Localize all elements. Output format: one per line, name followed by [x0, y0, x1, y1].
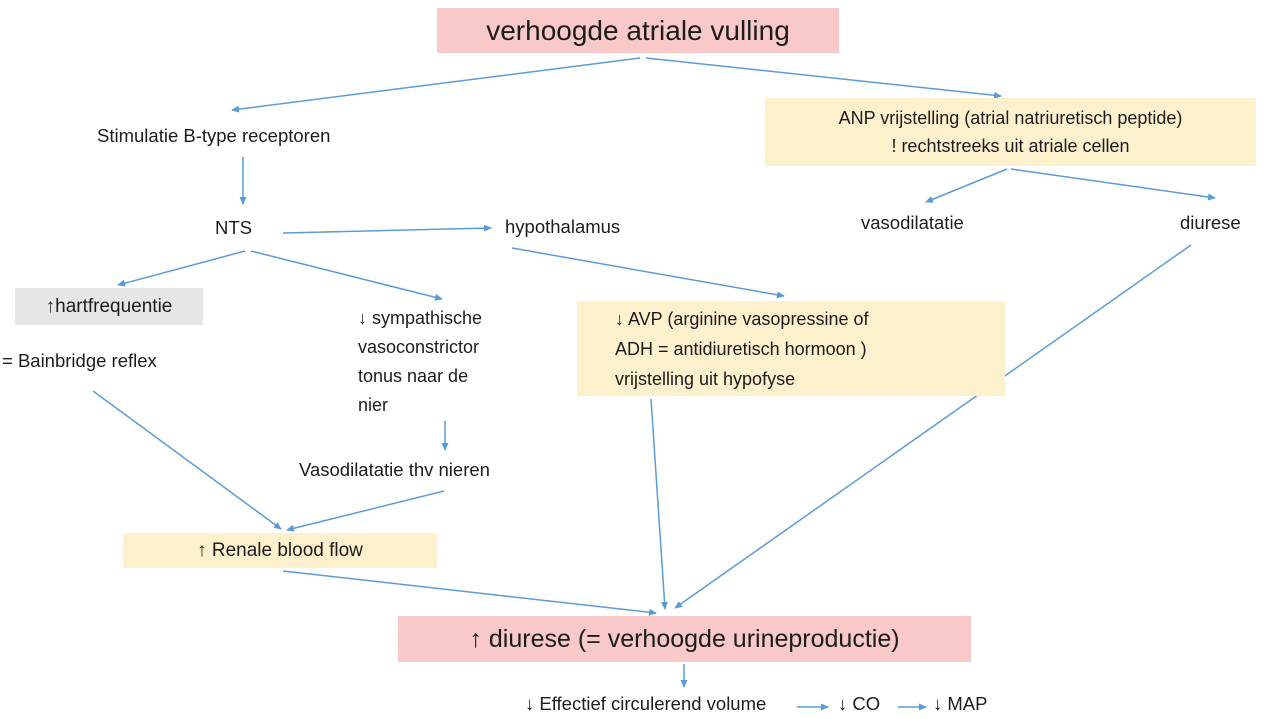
flow-arrow [645, 57, 1002, 99]
flow-arrow [282, 224, 492, 234]
node-stimulatie-b-type-receptoren: Stimulatie B-type receptoren [97, 125, 331, 146]
node-map: ↓ MAP [933, 693, 988, 714]
node-bainbridge-reflex: = Bainbridge reflex [2, 350, 157, 371]
flow-arrow [250, 250, 443, 301]
node-sympathische-vasoconstrictor-tonus: ↓ sympathische vasoconstrictor tonus naa… [358, 308, 483, 415]
node-hartfrequentie: ↑hartfrequentie [15, 288, 203, 325]
node-co: ↓ CO [838, 693, 881, 714]
node-diurese-verhoogde-urineproductie: ↑ diurese (= verhoogde urineproductie) [398, 616, 971, 662]
node-effectief-circulerend-volume: ↓ Effectief circulerend volume [525, 693, 767, 714]
node-verhoogde-atriale-vulling: verhoogde atriale vulling [437, 8, 839, 53]
node-avp-vrijstelling: ↓ AVP (arginine vasopressine of ADH = an… [577, 301, 1005, 396]
flow-arrow [511, 247, 785, 299]
node-anp-vrijstelling: ANP vrijstelling (atrial natriuretisch p… [765, 98, 1256, 166]
anp-line-1: ANP vrijstelling (atrial natriuretisch p… [838, 108, 1183, 128]
node-renale-blood-flow: ↑ Renale blood flow [123, 533, 437, 568]
node-hypothalamus: hypothalamus [505, 216, 621, 237]
flow-arrow [92, 390, 282, 530]
node-nts: NTS [215, 217, 252, 238]
flow-arrow [282, 570, 657, 616]
avp-line-3: vrijstelling uit hypofyse [615, 368, 796, 389]
flow-arrow [650, 398, 669, 610]
flow-arrow [286, 490, 445, 532]
flow-arrow [674, 244, 1192, 609]
flow-arrow [231, 57, 641, 113]
node-diurese: diurese [1180, 212, 1241, 233]
anp-line-2: ! rechtstreeks uit atriale cellen [891, 136, 1130, 156]
flow-arrow [925, 168, 1008, 203]
avp-line-2: ADH = antidiuretisch hormoon ) [615, 338, 867, 359]
flow-arrow [1010, 168, 1216, 201]
node-vasodilatatie: vasodilatatie [861, 212, 964, 233]
avp-line-1: ↓ AVP (arginine vasopressine of [615, 308, 869, 329]
node-vasodilatatie-thv-nieren: Vasodilatatie thv nieren [299, 459, 490, 480]
flow-arrow [117, 250, 246, 287]
